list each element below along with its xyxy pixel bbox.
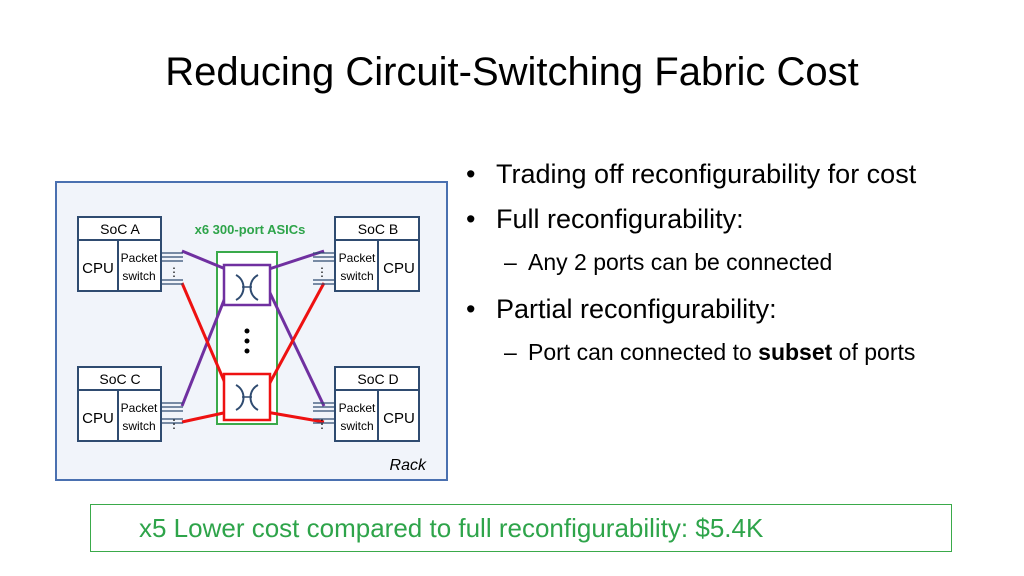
soc-a-cpu: CPU xyxy=(82,260,114,277)
bullet-tradeoff: Trading off reconfigurability for cost xyxy=(466,158,1016,190)
subbullet-any-ports-text: Any 2 ports can be connected xyxy=(528,249,833,275)
soc-b: SoC B CPU Packet switch ⋮ xyxy=(313,216,420,292)
subbullet-subset-pre: Port can connected to xyxy=(528,339,759,365)
soc-a-title: SoC A xyxy=(100,221,140,237)
soc-d-cpu: CPU xyxy=(383,410,415,427)
subbullet-any-ports: –Any 2 ports can be connected xyxy=(504,249,833,275)
bullet-list: Trading off reconfigurability for cost F… xyxy=(466,158,1016,383)
soc-b-title: SoC B xyxy=(358,221,398,237)
bullet-tradeoff-text: Trading off reconfigurability for cost xyxy=(496,159,917,189)
soc-c-title: SoC C xyxy=(99,371,140,387)
asic-switch-purple xyxy=(222,263,272,307)
soc-a: SoC A CPU Packet switch ⋮ xyxy=(77,216,183,292)
soc-b-ports xyxy=(313,252,334,285)
soc-c-ports xyxy=(162,402,183,424)
soc-a-port-dots: ⋮ xyxy=(168,265,180,279)
soc-c-switch-line1: Packet xyxy=(121,401,158,415)
bullet-partial: Partial reconfigurability: xyxy=(466,293,1016,325)
bullet-partial-text: Partial reconfigurability: xyxy=(496,294,777,324)
soc-c-port-dots: ⋮ xyxy=(168,417,180,431)
subbullet-subset: –Port can connected to subset of ports xyxy=(504,339,916,365)
asic-switch-red xyxy=(222,372,272,422)
soc-d-title: SoC D xyxy=(357,371,398,387)
soc-d-port-dots: ⋮ xyxy=(316,417,328,431)
soc-a-switch-line1: Packet xyxy=(121,251,158,265)
slide-title: Reducing Circuit-Switching Fabric Cost xyxy=(165,50,859,94)
soc-a-switch-line2: switch xyxy=(122,269,155,283)
soc-d-switch-line2: switch xyxy=(340,419,373,433)
cost-callout: x5 Lower cost compared to full reconfigu… xyxy=(90,504,952,552)
soc-c-switch-line2: switch xyxy=(122,419,155,433)
soc-b-switch-line2: switch xyxy=(340,269,373,283)
asic-ellipsis xyxy=(244,328,250,354)
soc-d-ports xyxy=(313,402,334,424)
soc-b-port-dots: ⋮ xyxy=(316,265,328,279)
subbullet-subset-post: of ports xyxy=(832,339,916,365)
bullet-full: Full reconfigurability: xyxy=(466,203,1016,235)
soc-b-switch-line1: Packet xyxy=(339,251,376,265)
subbullet-subset-bold: subset xyxy=(758,339,833,365)
soc-c: SoC C CPU Packet switch ⋮ xyxy=(77,366,183,442)
bullet-full-text: Full reconfigurability: xyxy=(496,204,744,234)
soc-a-ports xyxy=(162,252,183,285)
soc-d: SoC D CPU Packet switch ⋮ xyxy=(313,366,420,442)
red-links xyxy=(180,282,326,424)
cost-callout-text: x5 Lower cost compared to full reconfigu… xyxy=(139,513,764,543)
soc-d-switch-line1: Packet xyxy=(339,401,376,415)
soc-c-cpu: CPU xyxy=(82,410,114,427)
rack-label: Rack xyxy=(390,457,427,474)
soc-b-cpu: CPU xyxy=(383,260,415,277)
asic-count-label: x6 300-port ASICs xyxy=(195,222,306,237)
